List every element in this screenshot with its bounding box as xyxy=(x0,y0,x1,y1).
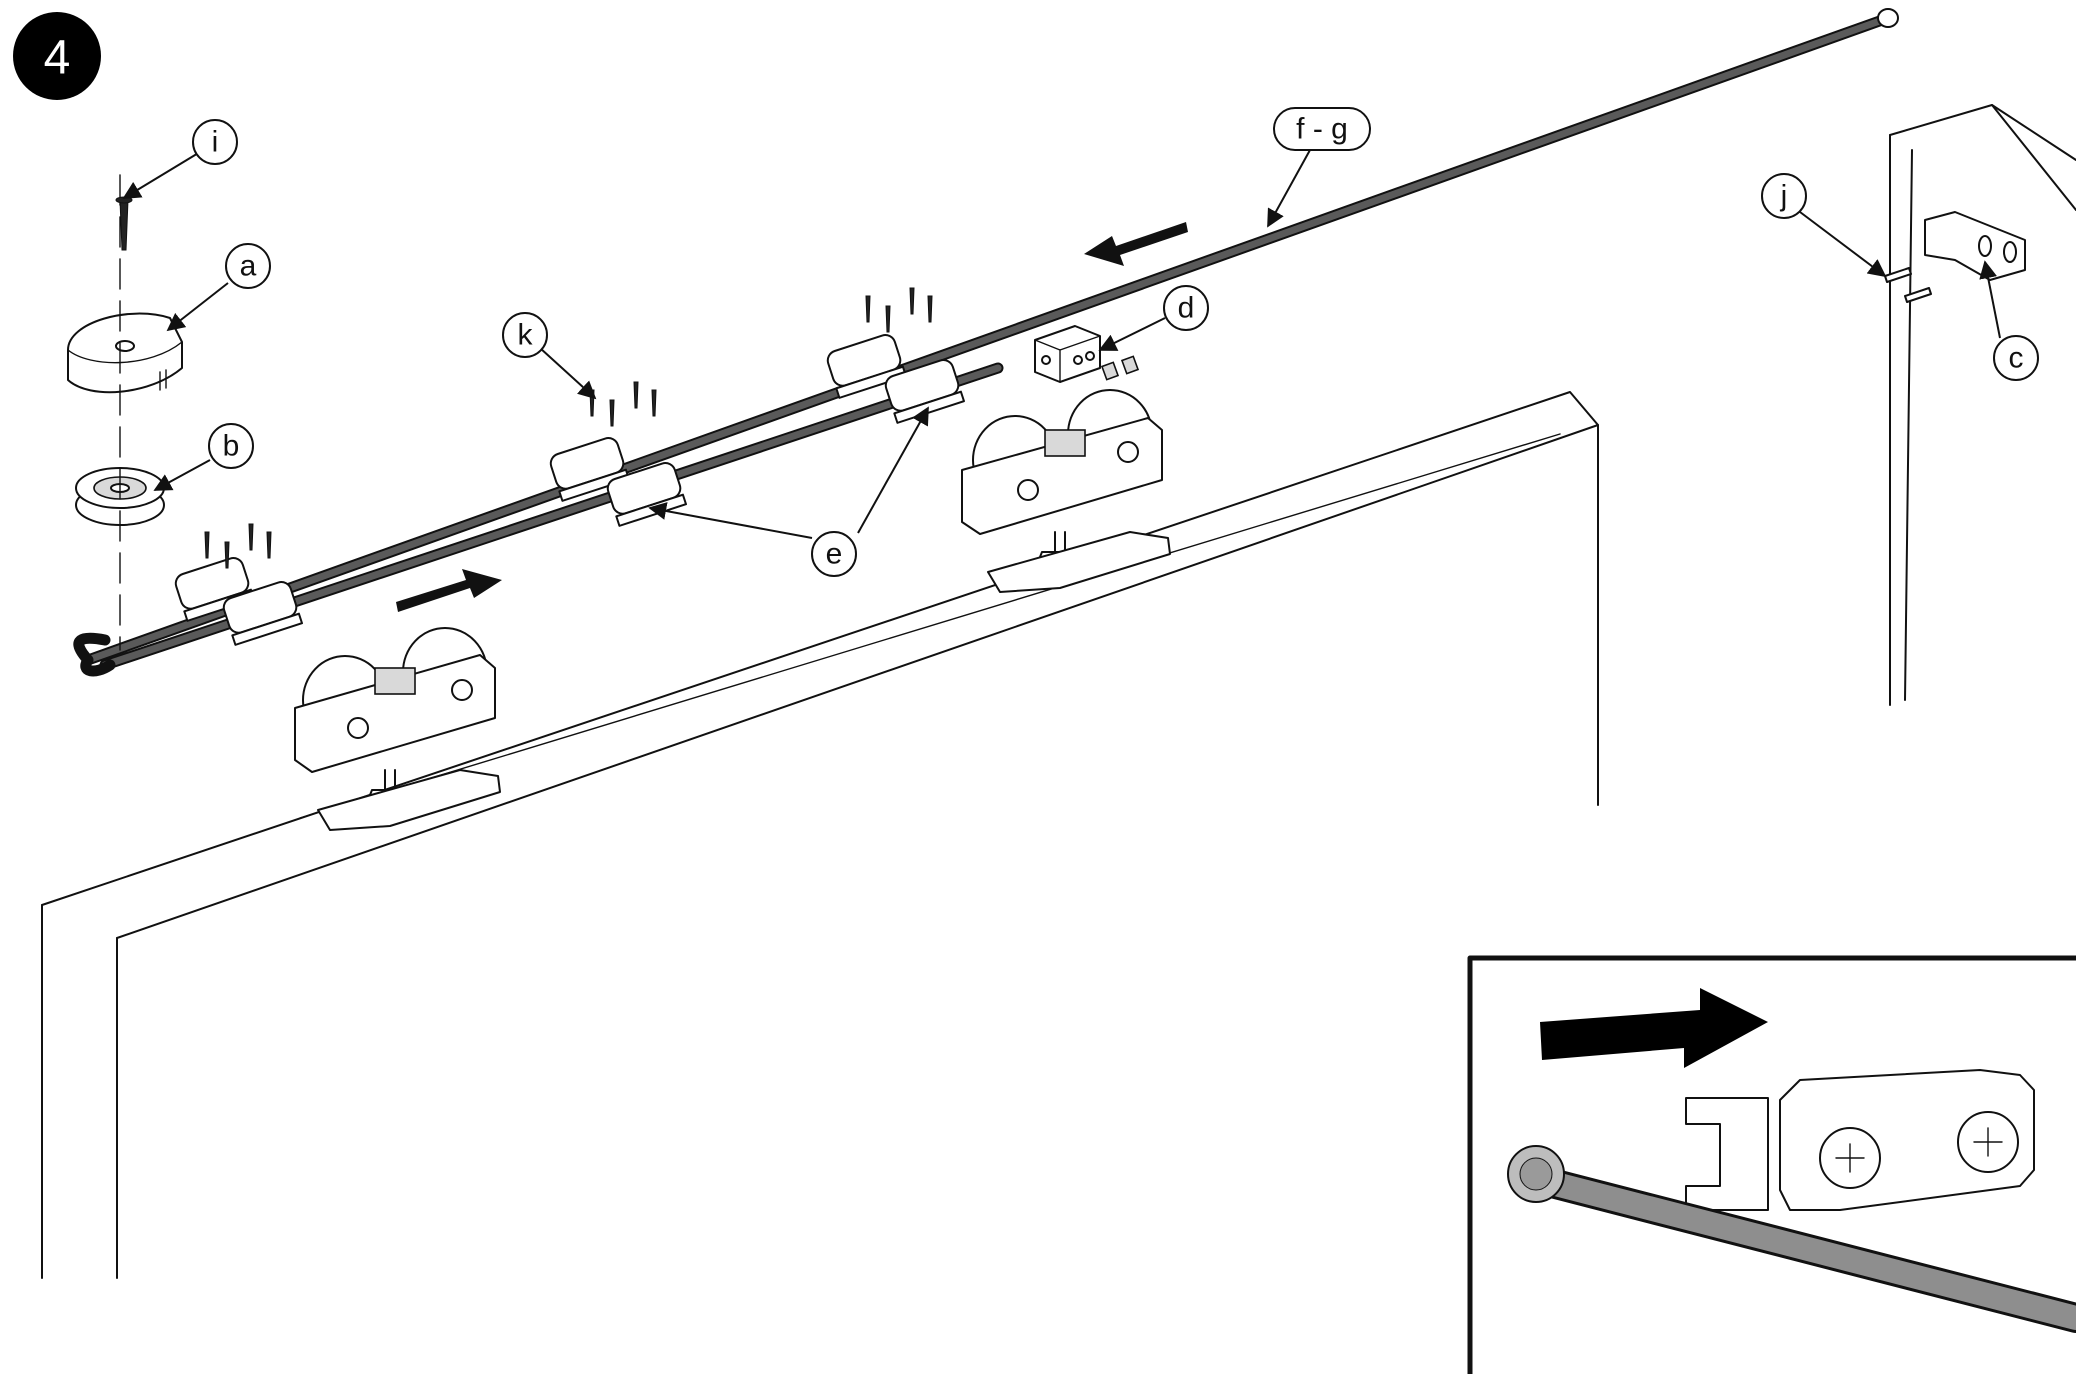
callout-a-label: a xyxy=(240,250,257,283)
callout-e-label: e xyxy=(826,538,843,571)
callout-k: k xyxy=(502,312,548,358)
callout-i: i xyxy=(192,119,238,165)
door-panel xyxy=(41,391,1599,1279)
callout-d-label: d xyxy=(1178,292,1195,325)
callout-i-label: i xyxy=(212,126,219,159)
callout-f-g-label: f - g xyxy=(1296,113,1348,146)
arrow-right-icon xyxy=(396,569,502,612)
screw-groups xyxy=(204,287,933,569)
step-number: 4 xyxy=(44,32,71,85)
callout-e: e xyxy=(811,531,857,577)
callout-f-g: f - g xyxy=(1273,107,1371,151)
callout-j-label: j xyxy=(1780,180,1788,213)
wall-bracket xyxy=(1884,211,2026,303)
callout-d: d xyxy=(1163,285,1209,331)
direction-arrows xyxy=(396,222,1188,612)
inset-arrow-icon xyxy=(1540,988,1768,1068)
callout-leaders xyxy=(122,149,2001,539)
rod-end-cap xyxy=(1877,8,1899,28)
clamp-blocks xyxy=(174,334,965,646)
callout-c-label: c xyxy=(2009,342,2024,375)
callout-j: j xyxy=(1761,173,1807,219)
step-badge: 4 xyxy=(13,12,101,100)
pulley-housing xyxy=(67,312,183,394)
roller-trolley-right xyxy=(961,389,1171,593)
callout-k-label: k xyxy=(518,319,534,352)
callout-b: b xyxy=(208,423,254,469)
arrow-left-icon xyxy=(1084,222,1188,266)
callout-c: c xyxy=(1993,335,2039,381)
roller-trolley-left xyxy=(294,627,501,831)
callout-b-label: b xyxy=(223,430,240,463)
callout-a: a xyxy=(225,243,271,289)
connector-block xyxy=(1034,325,1140,383)
wall-post xyxy=(1889,104,2076,706)
detail-inset xyxy=(1467,955,2076,1374)
screw-i xyxy=(115,196,133,251)
